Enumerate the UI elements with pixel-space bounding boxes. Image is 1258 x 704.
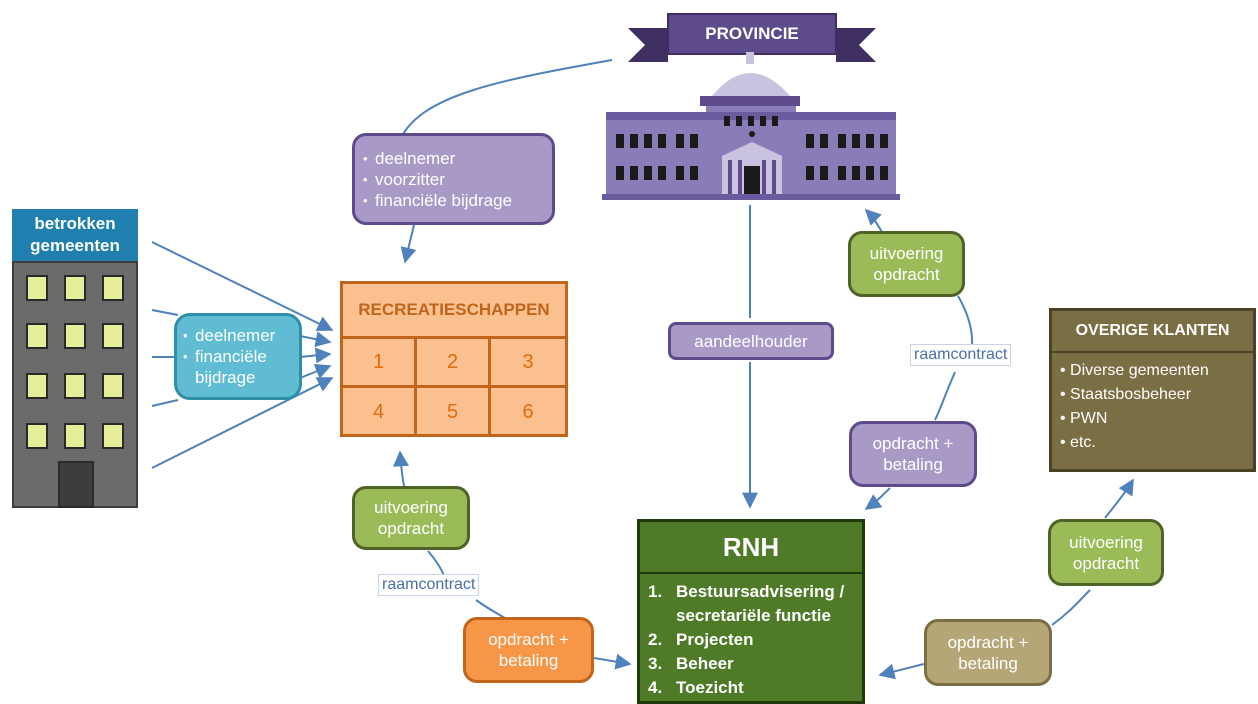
arrow-gemeenten-3b [299,347,332,364]
arrow-gemeenten-2b [299,331,332,348]
flow-text: betaling [958,653,1018,673]
overige-klanten-title: OVERIGE KLANTEN [1052,311,1253,353]
arrow-opdracht-to-rnh [864,487,891,510]
aandeelhouder-label: aandeelhouder [668,322,834,360]
arrow-gemeenten-4 [151,399,179,407]
recreatieschappen-title: RECREATIESCHAPPEN [343,284,565,339]
opdracht-betaling-province: opdracht + betaling [849,421,977,487]
arrow-loop-overige [1051,589,1091,626]
arrow-uitvoering-to-overige [1104,478,1134,519]
province-role-item: deelnemer [361,148,552,169]
recreatieschap-cell: 4 [343,388,417,437]
gemeenten-label-line1: betrokken [34,214,116,233]
flow-text: opdracht [873,265,940,284]
flow-text: betaling [498,651,559,670]
flow-text: opdracht + [872,434,954,453]
recreatieschap-cell: 5 [417,388,491,437]
flow-text: uitvoering [374,498,448,517]
recreatieschap-cell: 3 [491,339,565,388]
opdracht-betaling-recreatieschappen: opdracht + betaling [463,617,594,683]
overige-klanten-box: OVERIGE KLANTEN Diverse gemeenten Staats… [1049,308,1256,472]
flow-text: opdracht + [488,630,569,649]
arrow-opdracht-khaki-to-rnh [878,663,925,680]
raamcontract-province-tag: raamcontract [910,344,1012,366]
province-role-item: voorzitter [361,169,552,190]
overige-klant-item: etc. [1060,431,1253,455]
rnh-task: 3.Beheer [648,654,734,673]
rnh-box: RNH 1.Bestuursadvisering / secretariële … [637,519,865,704]
recreatieschappen-box: RECREATIESCHAPPEN 1 2 3 4 5 6 [340,281,568,437]
opdracht-betaling-overige: opdracht + betaling [924,619,1052,686]
province-role-bubble: deelnemer voorzitter financiële bijdrage [352,133,555,225]
arrow-gemeenten-4b [299,363,332,379]
arrow-role-to-recreatieschappen [400,224,417,264]
arrow-uitvoering-to-recreatieschappen [393,450,410,487]
flow-text: uitvoering [1069,532,1143,552]
gemeenten-role-item: deelnemer [181,325,299,346]
gemeenten-label-line2: gemeenten [30,236,120,255]
overige-klant-item: PWN [1060,407,1253,431]
province-role-item: financiële bijdrage [361,190,552,211]
uitvoering-opdracht-overige: uitvoering opdracht [1048,519,1164,586]
rnh-task: 2.Projecten [648,630,754,649]
uitvoering-opdracht-province: uitvoering opdracht [848,231,965,297]
province-banner-label: PROVINCIE [705,24,799,43]
flow-text: betaling [883,455,943,474]
overige-klant-item: Staatsbosbeheer [1060,383,1253,407]
raamcontract-recreatieschappen-tag: raamcontract [378,574,480,596]
rnh-task: 1.Bestuursadvisering / secretariële func… [648,582,845,625]
rnh-task: 4.Toezicht [648,678,744,697]
arrow-gemeenten-2 [151,309,179,316]
flow-text: uitvoering [869,244,944,263]
uitvoering-opdracht-recreatieschappen: uitvoering opdracht [352,486,470,550]
flow-text: opdracht + [947,632,1029,652]
recreatieschap-cell: 2 [417,339,491,388]
flow-text: opdracht [1072,553,1140,573]
gemeenten-role-item: financiële bijdrage [181,346,299,388]
gemeenten-label: betrokken gemeenten [12,209,138,261]
arrow-opdracht-orange-to-rnh [593,653,632,670]
arrow-gemeenten-5 [151,377,334,469]
recreatieschap-cell: 1 [343,339,417,388]
arrow-province-to-recreatieschappen [399,59,613,141]
gemeenten-building-icon [12,261,138,508]
gemeenten-role-bubble: deelnemer financiële bijdrage [174,313,302,400]
flow-text: opdracht [377,519,445,538]
rnh-title: RNH [640,522,862,574]
overige-klant-item: Diverse gemeenten [1060,359,1253,383]
arrow-loop-province-right-b [934,371,956,421]
recreatieschap-cell: 6 [522,401,534,423]
arrow-gemeenten-1 [151,241,334,331]
